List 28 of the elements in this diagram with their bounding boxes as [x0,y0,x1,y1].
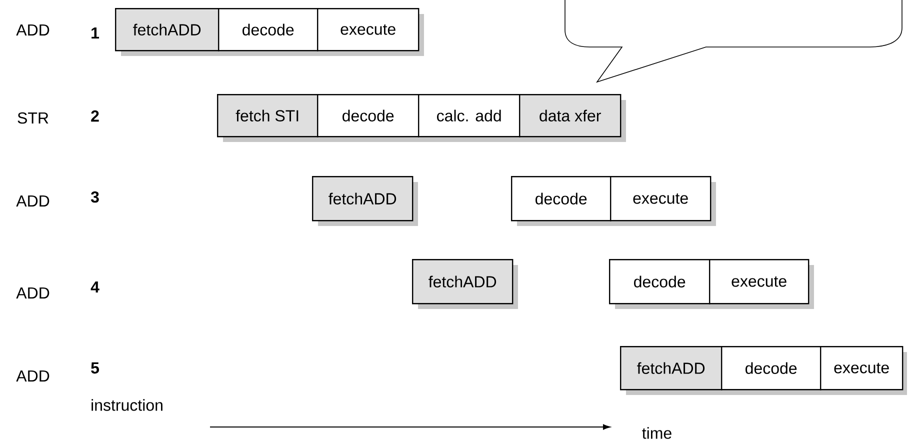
instruction-number: 4 [90,281,100,292]
instruction-name: ADD [16,288,50,298]
instruction-name: ADD [16,196,50,206]
stage-box: decode [218,8,318,52]
instruction-name: ADD [16,370,50,382]
stage-box: decode [511,176,612,222]
instruction-name: STR [18,112,48,124]
instruction-number: 1 [92,28,100,38]
instruction-name: ADD [16,24,50,36]
stage-box: execute [709,259,810,304]
instruction-number: 2 [91,110,99,122]
stage-box: calc. add [418,94,520,138]
stage-box: fetchADD [312,176,414,222]
axis-label: instruction [92,399,162,411]
axis-label: time [642,427,672,439]
stage-box: fetch STI [217,94,318,138]
instruction-number: 3 [90,191,99,203]
stage-box: fetchADD [620,346,722,390]
stage-box: fetchADD [412,259,514,304]
stage-box: decode [609,259,710,304]
instruction-number: 5 [91,362,100,374]
stage-box: decode [317,94,420,138]
stage-box: execute [820,346,904,390]
stage-box: fetchADD [115,8,220,52]
stage-box: decode [721,346,822,390]
stage-box: execute [317,8,420,52]
stage-box: execute [610,176,712,222]
stage-box: data xfer [519,94,622,138]
